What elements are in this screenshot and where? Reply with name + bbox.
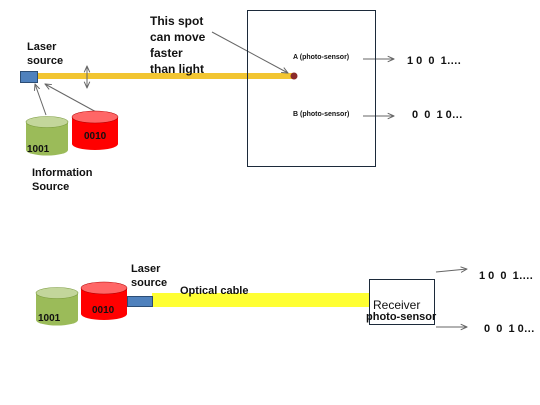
green-data-drum-bottom bbox=[35, 287, 79, 326]
red-drum-to-laser-arrow bbox=[45, 84, 99, 114]
optical-cable bbox=[152, 293, 370, 307]
laser-beam bbox=[36, 73, 296, 79]
laser-source-label: Laser source bbox=[27, 41, 64, 67]
sensor-frame bbox=[247, 10, 376, 167]
laser-spot bbox=[290, 72, 298, 80]
sensor-b-label: B (photo-sensor) bbox=[293, 111, 350, 118]
receiver-label: Receiver bbox=[373, 298, 421, 312]
red-drum-label: 0010 bbox=[84, 131, 107, 142]
sensor-a-label: A (photo-sensor) bbox=[293, 54, 350, 61]
laser-source-label-bottom: Laser source bbox=[131, 263, 168, 289]
green-data-drum bbox=[25, 116, 69, 156]
spot-pointer-arrow bbox=[211, 31, 288, 73]
red-drum-label-bottom: 0010 bbox=[92, 305, 115, 316]
information-source-label: Information Source bbox=[32, 167, 93, 193]
receiver-bits-a: 1 0 0 1…. bbox=[479, 270, 533, 282]
receiver-output-arrow-a bbox=[435, 269, 467, 272]
receiver-box bbox=[369, 279, 435, 325]
laser-source-box bbox=[20, 71, 38, 83]
red-data-drum bbox=[71, 110, 119, 150]
spot-label: This spot can move faster than light bbox=[150, 14, 206, 76]
sensor-a-bits: 1 0 0 1…. bbox=[407, 55, 461, 67]
green-drum-label-bottom: 1001 bbox=[38, 313, 61, 324]
green-drum-label: 1001 bbox=[27, 144, 50, 155]
red-data-drum-bottom bbox=[80, 281, 128, 320]
optical-cable-label: Optical cable bbox=[180, 285, 249, 297]
green-drum-to-laser-arrow bbox=[35, 84, 47, 116]
sensor-b-bits: 0 0 1 0… bbox=[412, 109, 463, 121]
laser-source-box-bottom bbox=[127, 296, 153, 307]
receiver-sensor-label: photo-sensor bbox=[366, 311, 437, 323]
receiver-bits-b: 0 0 1 0… bbox=[484, 323, 535, 335]
